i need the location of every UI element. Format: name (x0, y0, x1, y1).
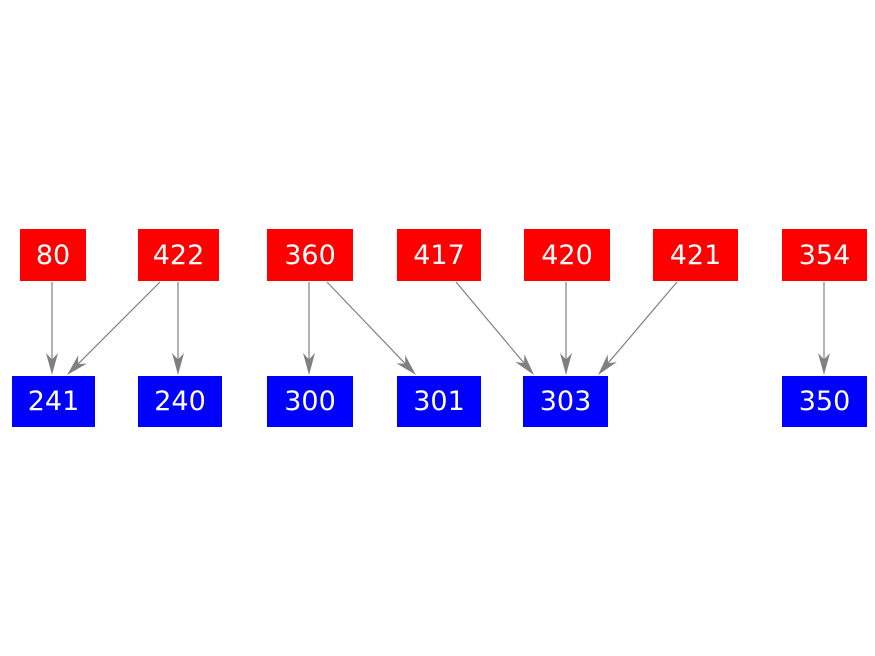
edge-arrowhead (560, 353, 572, 375)
graph-edge-360-to-301 (326, 281, 416, 375)
edge-arrowhead (515, 354, 534, 375)
edge-line (326, 281, 406, 365)
graph-node-240[interactable]: 240 (138, 376, 222, 427)
edge-line (607, 281, 678, 364)
edge-arrowhead (172, 353, 184, 375)
graph-edge-360-to-300 (303, 282, 315, 375)
edge-arrowhead (396, 354, 416, 375)
graph-edge-417-to-303 (455, 281, 534, 375)
edge-arrowhead (67, 355, 87, 375)
graph-node-300[interactable]: 300 (267, 376, 353, 427)
graph-node-label: 421 (669, 239, 722, 271)
edge-arrowhead (46, 353, 58, 375)
graph-node-303[interactable]: 303 (523, 376, 608, 427)
graph-node-label: 350 (798, 386, 851, 417)
graph-node-350[interactable]: 350 (782, 376, 867, 427)
edge-line (77, 281, 161, 365)
graph-node-420[interactable]: 420 (524, 229, 610, 281)
graph-node-label: 300 (284, 386, 336, 417)
graph-node-label: 301 (413, 386, 465, 417)
edge-arrowhead (598, 354, 617, 375)
graph-node-label: 420 (541, 239, 593, 271)
graph-node-label: 240 (154, 386, 206, 417)
graph-node-label: 354 (798, 239, 851, 271)
graph-edge-420-to-303 (560, 282, 572, 375)
graph-node-360[interactable]: 360 (267, 229, 353, 281)
graph-node-label: 80 (35, 239, 71, 271)
graph-node-421[interactable]: 421 (653, 229, 738, 281)
graph-edge-80-to-241 (46, 282, 58, 375)
graph-node-label: 303 (539, 386, 592, 417)
edge-line (455, 281, 525, 364)
graph-node-label: 422 (152, 239, 205, 271)
graph-node-354[interactable]: 354 (782, 229, 867, 281)
graph-node-422[interactable]: 422 (138, 229, 219, 281)
graph-edge-422-to-241 (67, 281, 161, 375)
graph-edge-421-to-303 (598, 281, 678, 375)
edge-arrowhead (303, 353, 315, 375)
graph-node-417[interactable]: 417 (397, 229, 481, 281)
graph-edge-422-to-240 (172, 282, 184, 375)
graph-node-label: 241 (27, 386, 80, 417)
graph-node-80[interactable]: 80 (20, 229, 86, 281)
graph-node-241[interactable]: 241 (12, 376, 95, 427)
graph-node-301[interactable]: 301 (397, 376, 481, 427)
graph-node-label: 417 (413, 239, 465, 271)
graph-edge-354-to-350 (818, 282, 830, 375)
edge-arrowhead (818, 353, 830, 375)
graph-node-label: 360 (284, 239, 336, 271)
